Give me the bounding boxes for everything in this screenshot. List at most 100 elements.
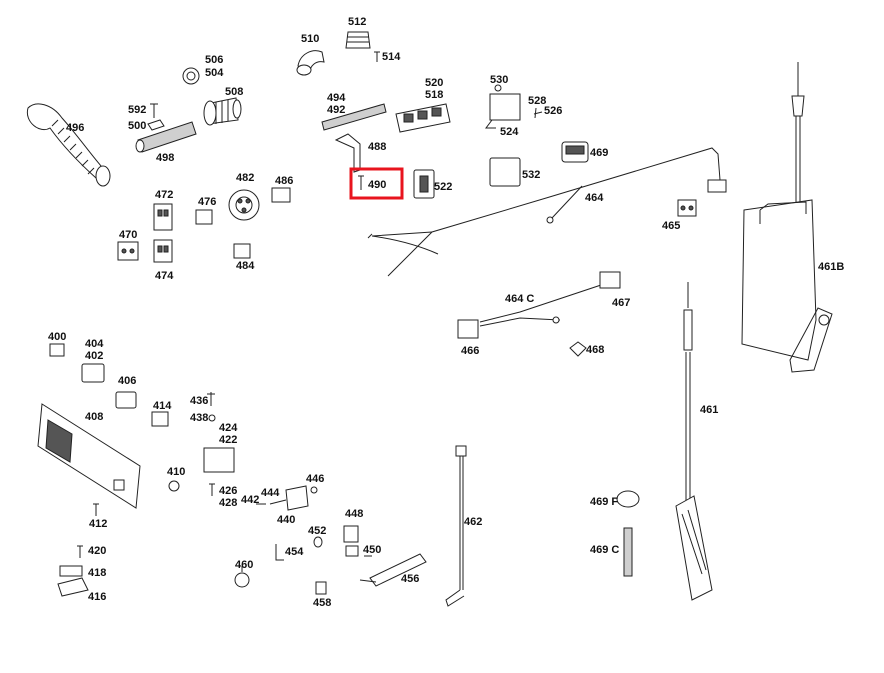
- part-458-clip: [315, 581, 327, 595]
- part-484-plug: [233, 243, 251, 259]
- label-468: 468: [586, 344, 604, 356]
- label-440: 440: [277, 514, 295, 526]
- label-474: 474: [155, 270, 174, 282]
- part-438-washer: [208, 414, 216, 422]
- part-418-lens: [59, 565, 83, 577]
- part-460-bulb: [234, 566, 250, 588]
- part-462-rod: [445, 445, 467, 607]
- label-526: 526: [544, 105, 562, 117]
- label-422: 422: [219, 434, 237, 446]
- label-400: 400: [48, 331, 66, 343]
- label-466: 466: [461, 345, 479, 357]
- part-496-hose: [26, 103, 111, 187]
- label-498: 498: [156, 152, 174, 164]
- part-488-bracket: [334, 133, 361, 173]
- part-520-switch-panel: [395, 103, 451, 133]
- part-522-switch: [413, 169, 435, 199]
- label-508: 508: [225, 86, 243, 98]
- label-482: 482: [236, 172, 254, 184]
- part-469F-grommet: [616, 490, 640, 508]
- part-490-screw: [358, 175, 364, 190]
- part-446-washer: [310, 486, 318, 494]
- label-446: 446: [306, 473, 324, 485]
- label-469: 469: [590, 147, 608, 159]
- label-416: 416: [88, 591, 106, 603]
- label-464: 464: [585, 192, 604, 204]
- part-406-plug: [115, 391, 137, 409]
- part-456-lamp-socket: [359, 553, 427, 587]
- part-486-plug: [271, 187, 291, 203]
- part-469-switch: [561, 141, 589, 163]
- label-469C: 469 C: [590, 544, 619, 556]
- label-500: 500: [128, 120, 146, 132]
- label-476: 476: [198, 196, 216, 208]
- part-416-housing: [57, 577, 89, 597]
- part-494-rod: [321, 103, 387, 131]
- label-465: 465: [662, 220, 680, 232]
- label-428: 428: [219, 497, 237, 509]
- label-518: 518: [425, 89, 443, 101]
- part-464-harness: [367, 147, 727, 277]
- label-424: 424: [219, 422, 238, 434]
- label-410: 410: [167, 466, 185, 478]
- part-526-screw: [533, 107, 543, 119]
- part-524-relay: [485, 84, 521, 129]
- part-440-relay: [269, 485, 309, 511]
- part-436-screw: [207, 392, 215, 406]
- part-498-tube: [135, 121, 197, 153]
- part-474-connector: [153, 239, 173, 263]
- part-514-screw: [374, 51, 380, 62]
- part-500-clip: [147, 119, 165, 131]
- part-410-nut: [168, 480, 180, 492]
- label-494: 494: [327, 92, 346, 104]
- part-404-plug: [81, 363, 105, 383]
- label-492: 492: [327, 104, 345, 116]
- part-426-screw: [209, 483, 215, 496]
- label-530: 530: [490, 74, 508, 86]
- label-461B: 461B: [818, 261, 844, 273]
- part-482-socket: [228, 189, 260, 221]
- label-442: 442: [241, 494, 259, 506]
- part-448-bulb-holder: [343, 525, 359, 557]
- part-461B-reservoir: [741, 62, 833, 373]
- part-476-fuse: [195, 209, 213, 225]
- part-508-boot: [203, 97, 242, 126]
- part-468-clip: [569, 341, 587, 357]
- label-469F: 469 F: [590, 496, 618, 508]
- part-506-grommet: [182, 67, 200, 85]
- label-520: 520: [425, 77, 443, 89]
- part-412-screw: [93, 503, 99, 516]
- part-408-panel: [37, 403, 141, 509]
- label-436: 436: [190, 395, 208, 407]
- part-labels: 510 512 514 506 504 508 592 500 496 498 …: [48, 16, 844, 609]
- label-414: 414: [153, 400, 172, 412]
- label-488: 488: [368, 141, 386, 153]
- label-412: 412: [89, 518, 107, 530]
- label-406: 406: [118, 375, 136, 387]
- part-465-connector: [677, 199, 697, 217]
- label-418: 418: [88, 567, 106, 579]
- label-486: 486: [275, 175, 293, 187]
- part-414-plug: [151, 411, 169, 427]
- label-402: 402: [85, 350, 103, 362]
- label-532: 532: [522, 169, 540, 181]
- label-472: 472: [155, 189, 173, 201]
- label-512: 512: [348, 16, 366, 28]
- label-408: 408: [85, 411, 103, 423]
- label-496: 496: [66, 122, 84, 134]
- label-484: 484: [236, 260, 255, 272]
- label-524: 524: [500, 126, 519, 138]
- label-504: 504: [205, 67, 224, 79]
- label-592: 592: [128, 104, 146, 116]
- label-528: 528: [528, 95, 546, 107]
- label-420: 420: [88, 545, 106, 557]
- part-461-mast: [675, 282, 713, 601]
- label-470: 470: [119, 229, 137, 241]
- part-422-relay: [203, 447, 235, 473]
- part-592-screw: [150, 103, 158, 118]
- part-512-bellows: [345, 31, 371, 49]
- label-444: 444: [261, 487, 280, 499]
- part-472-connector: [153, 203, 173, 231]
